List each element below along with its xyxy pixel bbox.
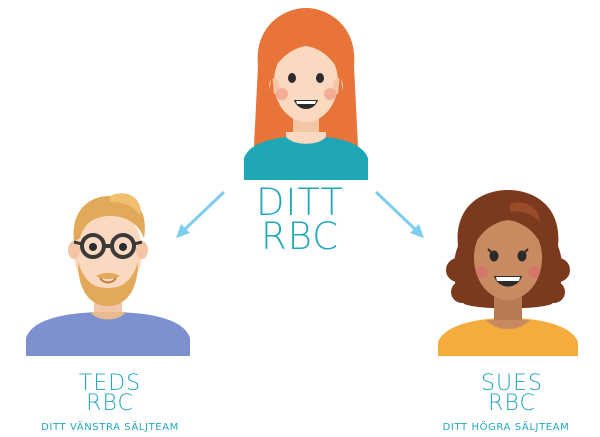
top-node-label: DITT RBC: [240, 181, 360, 258]
right-node-title: RBC: [488, 391, 536, 416]
top-node-title: RBC: [260, 215, 340, 258]
left-node-title: RBC: [86, 391, 134, 416]
arrow-down-left-icon: [176, 190, 226, 238]
right-node-label: SUES RBC: [452, 371, 572, 416]
right-node-subtitle: DITT HÖGRA SÄLJTEAM: [442, 422, 570, 433]
woman-redhead-avatar-icon: [244, 8, 368, 180]
man-glasses-beard-avatar-icon: [26, 193, 190, 356]
left-node-subtitle: DITT VÄNSTRA SÄLJTEAM: [41, 422, 179, 433]
right-node-name: SUES: [481, 371, 543, 396]
woman-curly-hair-avatar-icon: [438, 190, 578, 356]
top-node-name: DITT: [256, 181, 344, 224]
arrow-down-right-icon: [374, 190, 424, 238]
left-node-label: TEDS RBC: [50, 371, 170, 416]
left-node-name: TEDS: [78, 371, 142, 396]
